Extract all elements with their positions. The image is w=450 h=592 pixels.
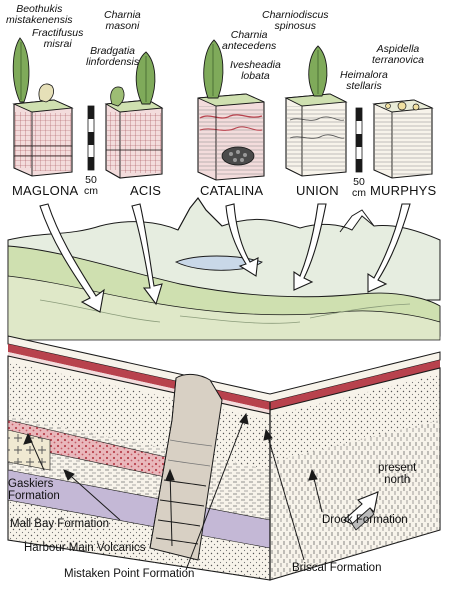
taxon-species: antecedens bbox=[222, 40, 277, 53]
taxon-aspidella-label: Aspidella terranovica bbox=[372, 43, 424, 67]
taxon-genus: Heimalora bbox=[340, 69, 388, 81]
site-murphys-label: MURPHYS bbox=[370, 183, 437, 198]
briscal-formation-label: Briscal Formation bbox=[292, 562, 382, 574]
scale-bar-1 bbox=[87, 105, 95, 171]
frond-fractifusus bbox=[38, 83, 54, 103]
taxon-charnia-antecedens-label: Charnia antecedens bbox=[222, 29, 277, 53]
taxon-bradgatia-label: Bradgatia linfordensis bbox=[86, 45, 140, 69]
compass-word-north: north bbox=[384, 474, 411, 487]
taxon-genus: Fractifusus bbox=[32, 27, 84, 39]
taxon-charniodiscus-label: Charniodiscus spinosus bbox=[262, 9, 329, 33]
scale-unit: cm bbox=[84, 185, 98, 198]
acis-block bbox=[104, 51, 164, 179]
north-arrow bbox=[343, 491, 379, 531]
taxon-species: terranovica bbox=[372, 54, 424, 67]
taxon-species: linfordensis bbox=[86, 56, 140, 69]
formation-name: Gaskiers bbox=[8, 478, 54, 490]
taxon-genus: Bradgatia bbox=[90, 45, 136, 57]
compass-word-present: present bbox=[378, 462, 417, 474]
site-arrows bbox=[39, 203, 411, 313]
taxon-species: mistakenensis bbox=[6, 14, 73, 27]
taxon-beothukis-label: Beothukis mistakenensis bbox=[6, 3, 73, 27]
harbour-main-volcanics-label: Harbour Main Volcanics bbox=[24, 542, 146, 554]
present-north-label: present north bbox=[378, 462, 416, 486]
drook-formation-label: Drook Formation bbox=[322, 514, 408, 526]
landscape bbox=[7, 197, 441, 341]
site-maglona-label: MAGLONA bbox=[12, 183, 79, 198]
frond-charnia-masoni bbox=[135, 51, 156, 105]
union-block bbox=[284, 45, 348, 177]
taxon-heimalora-label: Heimalora stellaris bbox=[340, 69, 388, 93]
site-union-label: UNION bbox=[296, 183, 339, 198]
scale-label-2: 50 cm bbox=[352, 176, 366, 200]
gaskiers-formation-label: Gaskiers Formation bbox=[8, 478, 60, 502]
taxon-genus: Charniodiscus bbox=[262, 9, 329, 21]
murphys-block bbox=[372, 99, 434, 179]
mall-bay-formation-label: Mall Bay Formation bbox=[10, 518, 110, 530]
scale-value: 50 bbox=[353, 176, 365, 188]
formation-leaders bbox=[23, 412, 323, 571]
taxon-fractifusus-label: Fractifusus misrai bbox=[32, 27, 84, 51]
taxon-genus: Aspidella bbox=[376, 43, 420, 55]
taxon-genus: Charnia bbox=[104, 9, 141, 21]
site-catalina-label: CATALINA bbox=[200, 183, 264, 198]
taxon-species: lobata bbox=[241, 70, 270, 83]
catalina-block bbox=[197, 39, 265, 181]
scale-unit: cm bbox=[352, 187, 366, 200]
taxon-genus: Charnia bbox=[230, 29, 268, 41]
maglona-block bbox=[12, 37, 74, 177]
taxon-genus: Beothukis bbox=[16, 3, 63, 15]
taxon-species: masoni bbox=[105, 20, 140, 33]
taxon-ivesheadia-label: Ivesheadia lobata bbox=[230, 59, 281, 83]
taxon-species: stellaris bbox=[346, 80, 382, 93]
frond-charnia-antecedens bbox=[203, 39, 224, 99]
block-diagram bbox=[7, 335, 441, 581]
site-acis-label: ACIS bbox=[130, 183, 162, 198]
taxon-species: spinosus bbox=[274, 20, 316, 33]
frond-bradgatia bbox=[110, 86, 125, 107]
mistaken-point-formation-label: Mistaken Point Formation bbox=[64, 568, 195, 580]
taxon-species: misrai bbox=[43, 38, 72, 51]
formation-word: Formation bbox=[8, 490, 60, 503]
taxon-genus: Ivesheadia bbox=[230, 59, 281, 71]
scale-bar-2 bbox=[355, 107, 363, 173]
scale-value: 50 bbox=[85, 174, 97, 186]
taxon-charnia-masoni-label: Charnia masoni bbox=[104, 9, 141, 33]
scale-label-1: 50 cm bbox=[84, 174, 98, 198]
